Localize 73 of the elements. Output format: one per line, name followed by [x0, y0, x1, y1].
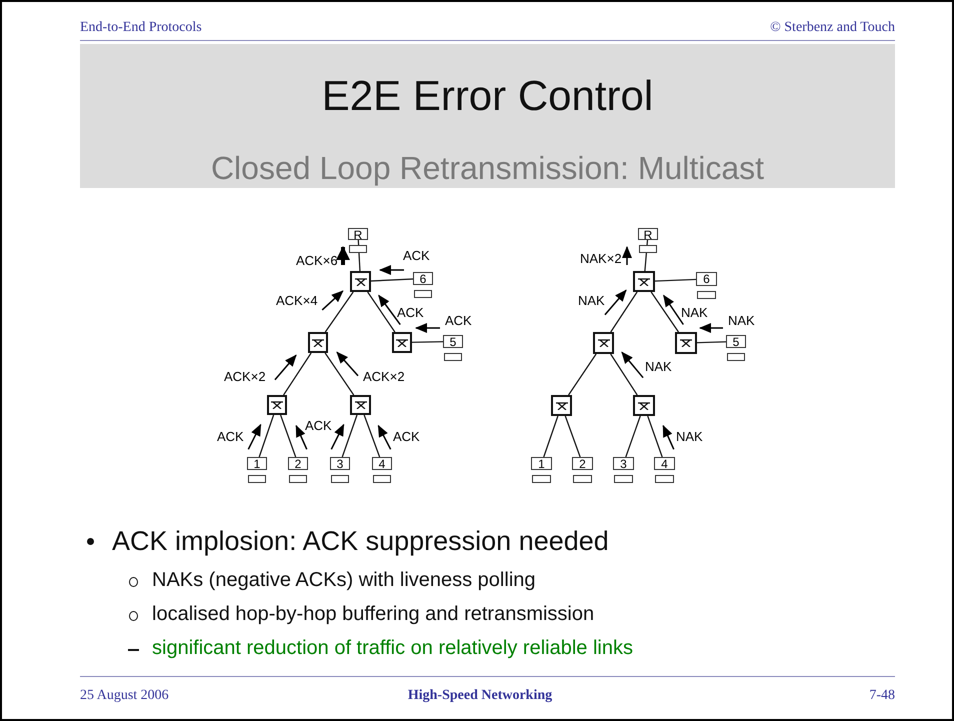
arrow-label: ACK: [305, 418, 332, 433]
slide-title: E2E Error Control: [320, 72, 654, 120]
link-line: [258, 414, 274, 458]
link-line: [342, 414, 358, 458]
arrow-label: ACK×2: [363, 369, 405, 384]
host-box: 4: [372, 457, 392, 470]
host-box: R: [348, 228, 368, 240]
host-box: 1: [531, 457, 552, 470]
switch-box: [593, 332, 614, 354]
link-line: [367, 292, 396, 332]
link-line: [324, 352, 354, 396]
host-box: 1: [247, 457, 267, 470]
link-line: [543, 416, 558, 458]
link-line: [610, 354, 638, 396]
arrow-label: ACK×6: [296, 253, 338, 268]
link-line: [370, 278, 414, 282]
host-box: 2: [288, 457, 308, 470]
arrow-label: NAK: [728, 313, 755, 328]
host-box: 3: [330, 457, 350, 470]
switch-box: [392, 332, 412, 353]
switch-box: [350, 271, 371, 292]
link-line: [364, 414, 380, 458]
switch-box: [350, 395, 371, 415]
bullet-text: significant reduction of traffic on relatively reliable links: [152, 636, 633, 660]
host-box: 2: [572, 457, 593, 470]
link-line: [280, 414, 296, 458]
link-line: [564, 416, 581, 458]
arrow-label: ACK×4: [276, 293, 318, 308]
link-line: [412, 341, 444, 343]
bullet-text: localised hop-by-hop buffering and retransmission: [152, 602, 594, 626]
link-line: [283, 352, 312, 396]
header-text: © Sterbenz and Touch: [770, 20, 895, 36]
arrow-label: ACK: [403, 248, 430, 263]
link-line: [625, 416, 641, 458]
host-box: 4: [654, 457, 675, 470]
link-line: [696, 341, 726, 344]
link-line: [650, 292, 679, 332]
switch-box: [675, 332, 697, 354]
host-box: 6: [696, 272, 717, 286]
switch-box: [633, 395, 655, 416]
host-box: 6: [413, 272, 433, 285]
switch-box: [633, 271, 655, 292]
arrow-label: ACK: [393, 429, 420, 444]
link-line: [654, 278, 696, 282]
link-line: [644, 240, 648, 272]
link-line: [610, 292, 638, 332]
bullet-text: NAKs (negative ACKs) with liveness polling: [152, 568, 536, 592]
arrow-label: NAK: [645, 359, 672, 374]
footer-text: 25 August 2006: [80, 688, 169, 704]
link-line: [324, 292, 354, 332]
arrow-label: NAK×2: [580, 251, 622, 266]
header-text: End-to-End Protocols: [80, 20, 202, 36]
footer-text: High-Speed Networking: [408, 688, 552, 704]
link-line: [358, 240, 361, 272]
host-box: R: [638, 228, 658, 240]
arrow-label: NAK: [578, 293, 605, 308]
slide-subtitle: Closed Loop Retransmission: Multicast: [210, 150, 766, 186]
arrow-label: ACK: [397, 305, 424, 320]
switch-box: [267, 395, 287, 415]
bullet-text: ACK implosion: ACK suppression needed: [112, 525, 609, 557]
arrow-label: ACK: [445, 313, 472, 328]
link-line: [568, 354, 597, 396]
footer-text: 7-48: [869, 688, 895, 704]
link-line: [647, 416, 663, 458]
arrow-label: ACK: [217, 429, 244, 444]
host-box: 5: [443, 335, 463, 348]
arrow-label: NAK: [681, 305, 708, 320]
arrow-label: NAK: [676, 429, 703, 444]
arrow-label: ACK×2: [224, 369, 266, 384]
switch-box: [308, 332, 328, 353]
switch-box: [551, 395, 572, 416]
host-box: 3: [613, 457, 634, 470]
host-box: 5: [726, 335, 746, 348]
